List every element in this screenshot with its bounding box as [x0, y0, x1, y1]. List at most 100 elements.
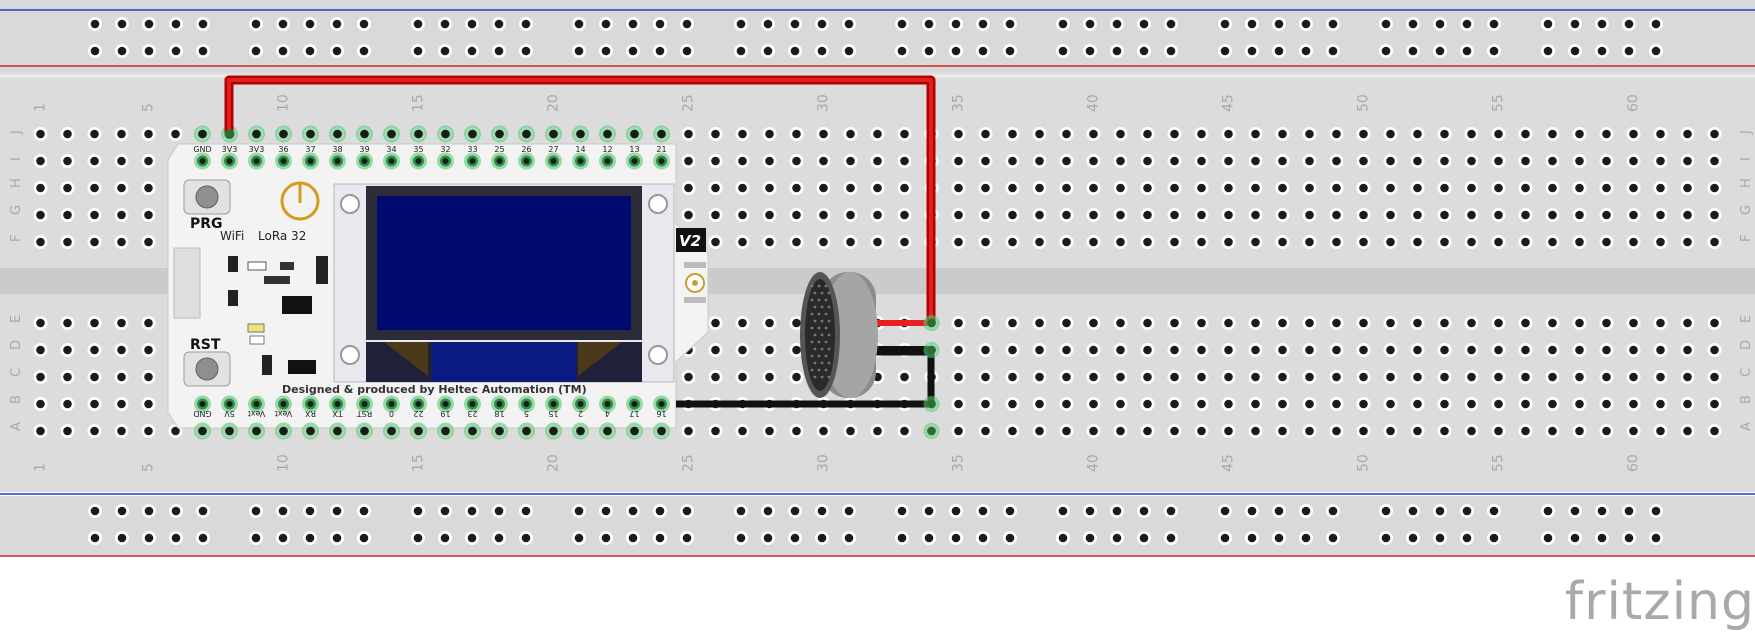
oled-mount-hole-4: [648, 345, 668, 365]
pin-center: [253, 158, 260, 164]
terminal-hole-center: [1089, 426, 1098, 436]
terminal-hole-center: [1386, 183, 1395, 193]
rail-hole-center: [1328, 46, 1338, 56]
terminal-hole-center: [1575, 426, 1584, 436]
terminal-hole-center: [90, 318, 99, 328]
terminal-hole-center: [1008, 318, 1017, 328]
terminal-hole-center: [1467, 129, 1476, 139]
prg-label: PRG: [190, 216, 223, 232]
pin-center-top: [549, 129, 558, 139]
terminal-hole-center: [981, 156, 990, 166]
terminal-hole-center: [1386, 237, 1395, 247]
rail-hole-center: [1166, 506, 1176, 516]
pin-label: RST: [357, 409, 373, 418]
rail-hole-center: [655, 19, 665, 29]
terminal-hole-center: [1008, 426, 1017, 436]
prg-button[interactable]: [195, 185, 219, 209]
terminal-hole-center: [1602, 318, 1611, 328]
terminal-hole-center: [1467, 345, 1476, 355]
rail-hole-center: [1139, 19, 1149, 29]
rail-hole-center: [844, 19, 854, 29]
rail-hole-center: [817, 46, 827, 56]
terminal-hole-center: [765, 156, 774, 166]
rail-hole-center: [1166, 46, 1176, 56]
pin-label: 13: [629, 145, 639, 154]
rail-hole-center: [144, 506, 154, 516]
pin-center: [523, 401, 530, 407]
mic-grille-dot: [813, 305, 817, 309]
row-letter-right: D: [1739, 340, 1754, 350]
terminal-hole-center: [171, 129, 180, 139]
rail-hole-center: [1489, 46, 1499, 56]
terminal-hole-center: [1197, 399, 1206, 409]
terminal-hole-center: [1467, 183, 1476, 193]
terminal-hole-center: [1305, 156, 1314, 166]
rail-hole-center: [1462, 506, 1472, 516]
antenna-connector-pin: [692, 280, 698, 286]
terminal-hole-center: [1035, 372, 1044, 382]
rail-hole-center: [924, 19, 934, 29]
smd-part-6: [288, 360, 316, 374]
terminal-hole-center: [711, 156, 720, 166]
terminal-hole-center: [144, 210, 153, 220]
column-number-bottom: 5: [141, 463, 157, 472]
column-number-top: 40: [1086, 94, 1102, 112]
terminal-hole-center: [90, 399, 99, 409]
rail-hole-center: [359, 19, 369, 29]
terminal-hole-center: [711, 372, 720, 382]
terminal-hole-center: [819, 210, 828, 220]
pin-center-bottom: [495, 426, 504, 436]
terminal-hole-center: [1494, 210, 1503, 220]
microphone-sensor[interactable]: [800, 272, 878, 398]
terminal-hole-center: [1656, 210, 1665, 220]
pin-center: [658, 401, 665, 407]
terminal-hole-center: [1143, 345, 1152, 355]
pin-center: [658, 158, 665, 164]
terminal-hole-center: [1197, 129, 1206, 139]
terminal-hole-center: [1332, 210, 1341, 220]
terminal-hole-center: [1602, 372, 1611, 382]
pin-label: 22: [413, 409, 423, 418]
row-letter-left: I: [9, 157, 24, 161]
column-numbers: 1155101015152020252530303535404045455050…: [33, 94, 1642, 472]
mic-grille-dot: [817, 340, 821, 344]
terminal-hole-center: [1575, 345, 1584, 355]
terminal-hole-center: [1413, 426, 1422, 436]
transistor-2: [228, 290, 238, 306]
terminal-hole-center: [1359, 183, 1368, 193]
terminal-hole-center: [1170, 237, 1179, 247]
terminal-hole-center: [1494, 156, 1503, 166]
terminal-hole-center: [1629, 345, 1638, 355]
terminal-hole-center: [1602, 345, 1611, 355]
terminal-hole-center: [873, 426, 882, 436]
rail-hole-center: [1247, 46, 1257, 56]
rst-button[interactable]: [195, 357, 219, 381]
terminal-hole-center: [90, 426, 99, 436]
pin-center-top: [576, 129, 585, 139]
pin-center-bottom: [306, 426, 315, 436]
rail-hole-center: [1005, 19, 1015, 29]
terminal-hole-center: [1386, 156, 1395, 166]
rail-hole-center: [844, 46, 854, 56]
smd-part-3: [264, 276, 290, 284]
row-letter-left: J: [9, 130, 24, 135]
terminal-hole-center: [1359, 372, 1368, 382]
terminal-hole-center: [1278, 345, 1287, 355]
terminal-hole-center: [711, 237, 720, 247]
terminal-hole-center: [1656, 156, 1665, 166]
pin-center-top: [603, 129, 612, 139]
rail-hole-center: [467, 46, 477, 56]
rail-hole-center: [1381, 19, 1391, 29]
terminal-hole-center: [1251, 399, 1260, 409]
rail-hole-center: [1543, 19, 1553, 29]
rail-hole-center: [413, 46, 423, 56]
connection-hole: [927, 318, 936, 328]
terminal-hole-center: [1710, 426, 1719, 436]
rail-hole-center: [1489, 506, 1499, 516]
terminal-hole-center: [1170, 426, 1179, 436]
column-number-bottom: 40: [1086, 454, 1102, 472]
rail-hole-center: [951, 533, 961, 543]
pin-center: [550, 158, 557, 164]
